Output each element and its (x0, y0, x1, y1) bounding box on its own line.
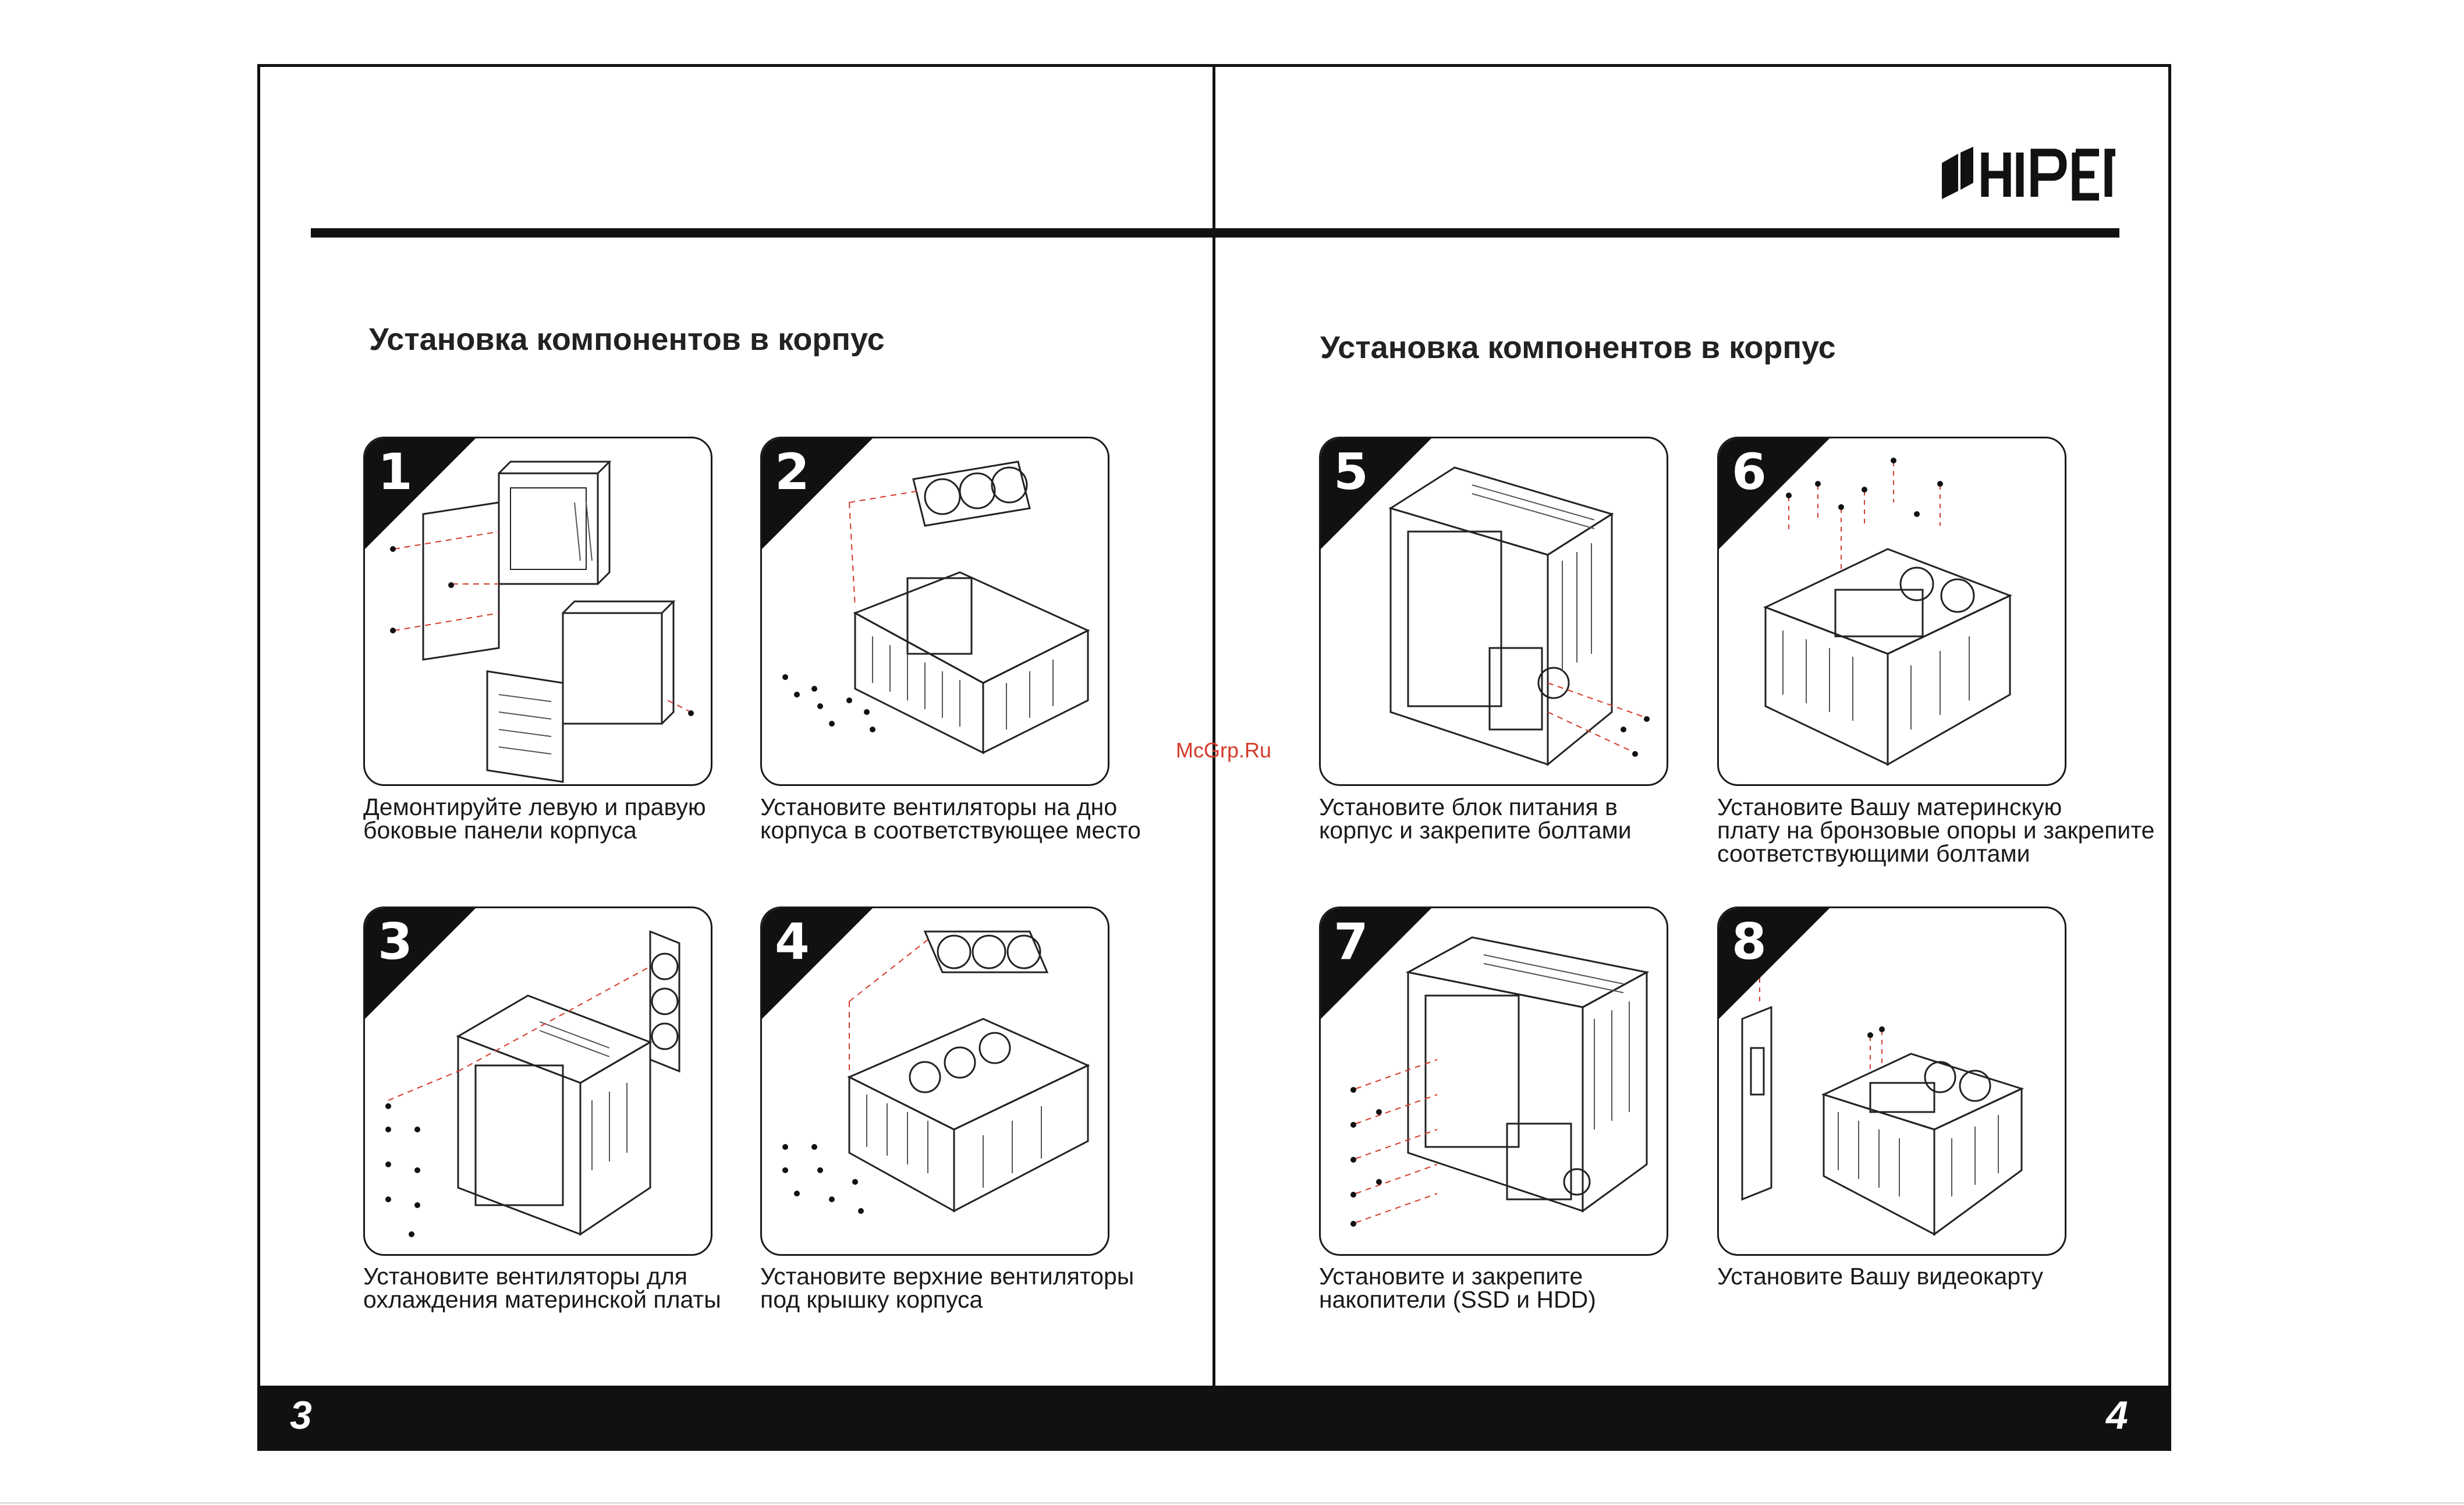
step-number-badge (762, 438, 873, 549)
step-4-caption: Установите верхние вентиляторы под крышк… (760, 1263, 1134, 1313)
step-1-illustration (390, 461, 694, 783)
step-8-card: 8 (1717, 906, 2066, 1256)
step-4-illustration (782, 930, 1090, 1214)
step-number-badge (1321, 438, 1431, 549)
step-5-illustration (1388, 466, 1650, 767)
scan-edge (0, 1502, 2464, 1504)
step-3-illustration (385, 930, 680, 1237)
watermark: McGrp.Ru (1176, 738, 1272, 762)
step-number-badge (365, 908, 476, 1019)
step-6-number: 6 (1732, 443, 1767, 501)
step-2-card: 2 (760, 437, 1109, 786)
step-number-badge (1321, 908, 1431, 1019)
step-5-card: 5 (1319, 437, 1668, 786)
right-page-title: Установка компонентов в корпус (1320, 330, 1836, 365)
step-6-caption: Установите Вашу материнскую плату на бро… (1717, 794, 2155, 867)
step-8-number: 8 (1732, 913, 1767, 971)
step-4-number: 4 (775, 913, 810, 971)
step-7-card: 7 (1319, 906, 1668, 1256)
header-rule (311, 228, 2119, 238)
step-1-card: 1 (363, 437, 712, 786)
step-1-caption: Демонтируйте левую и правую боковые пане… (363, 794, 706, 844)
right-page-number: 4 (2106, 1393, 2128, 1437)
step-number-badge (365, 438, 476, 549)
step-2-caption: Установите вентиляторы на дно корпуса в … (760, 794, 1141, 844)
footer-bar (257, 1386, 2171, 1451)
step-6-card: 6 (1717, 437, 2066, 786)
hiper-logo (1942, 147, 2115, 201)
step-3-number: 3 (378, 913, 413, 971)
step-2-illustration (782, 461, 1090, 755)
step-1-number: 1 (378, 443, 413, 501)
left-page-title: Установка компонентов в корпус (369, 322, 885, 357)
step-number-badge (1719, 438, 1830, 549)
page-divider (1212, 64, 1215, 1386)
step-7-number: 7 (1334, 913, 1369, 971)
step-5-number: 5 (1334, 443, 1369, 501)
step-3-card: 3 (363, 906, 712, 1256)
step-8-caption: Установите Вашу видеокарту (1717, 1263, 2043, 1290)
step-2-number: 2 (775, 443, 810, 501)
step-4-card: 4 (760, 906, 1109, 1256)
step-5-caption: Установите блок питания в корпус и закре… (1319, 794, 1632, 844)
step-number-badge (762, 908, 873, 1019)
step-7-caption: Установите и закрепите накопители (SSD и… (1319, 1263, 1596, 1313)
step-number-badge (1719, 908, 1830, 1019)
step-8-illustration (1741, 962, 2025, 1236)
step-3-caption: Установите вентиляторы для охлаждения ма… (363, 1263, 721, 1313)
left-page-number: 3 (290, 1393, 312, 1437)
step-7-illustration (1350, 936, 1650, 1227)
